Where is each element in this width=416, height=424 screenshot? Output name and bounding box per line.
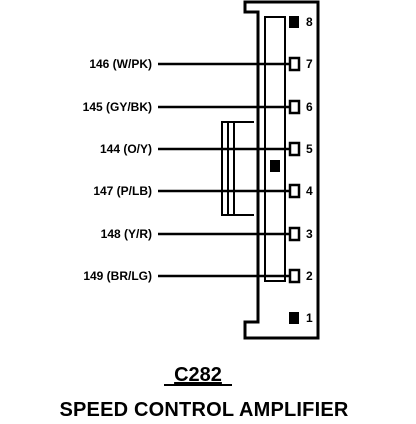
- strip-tab: [270, 160, 280, 172]
- connector-housing: [243, 0, 320, 340]
- latch-bracket: [221, 121, 254, 216]
- pin-number-6: 6: [306, 100, 313, 114]
- pin-number-3: 3: [306, 227, 313, 241]
- wire-group: [158, 62, 290, 278]
- terminal-open-7: [288, 56, 301, 72]
- wire-label-3: 148 (Y/R): [101, 227, 152, 241]
- component-name: SPEED CONTROL AMPLIFIER: [59, 399, 348, 421]
- terminal-open-2: [288, 268, 301, 284]
- wire-label-7: 146 (W/PK): [89, 57, 152, 71]
- wire-label-4: 147 (P/LB): [93, 184, 152, 198]
- pin-number-1: 1: [306, 311, 313, 325]
- terminal-open-6: [288, 99, 301, 115]
- pin-number-2: 2: [306, 269, 313, 283]
- wire-label-6: 145 (GY/BK): [83, 100, 152, 114]
- terminal-filled-1: [289, 312, 299, 324]
- pin-number-5: 5: [306, 142, 313, 156]
- terminal-open-5: [288, 141, 301, 157]
- terminal-filled-8: [289, 16, 299, 28]
- pin-number-8: 8: [306, 15, 313, 29]
- terminal-group: [288, 16, 301, 324]
- wire-label-2: 149 (BR/LG): [83, 269, 152, 283]
- pin-number-4: 4: [306, 184, 313, 198]
- connector-id: C282: [174, 364, 222, 386]
- wire-label-group: 146 (W/PK) 145 (GY/BK) 144 (O/Y) 147 (P/LB)…: [83, 57, 152, 283]
- terminal-open-4: [288, 183, 301, 199]
- terminal-open-3: [288, 226, 301, 242]
- pin-number-7: 7: [306, 57, 313, 71]
- wire-label-5: 144 (O/Y): [100, 142, 152, 156]
- pin-number-group: 8 7 6 5 4 3 2 1: [306, 15, 313, 325]
